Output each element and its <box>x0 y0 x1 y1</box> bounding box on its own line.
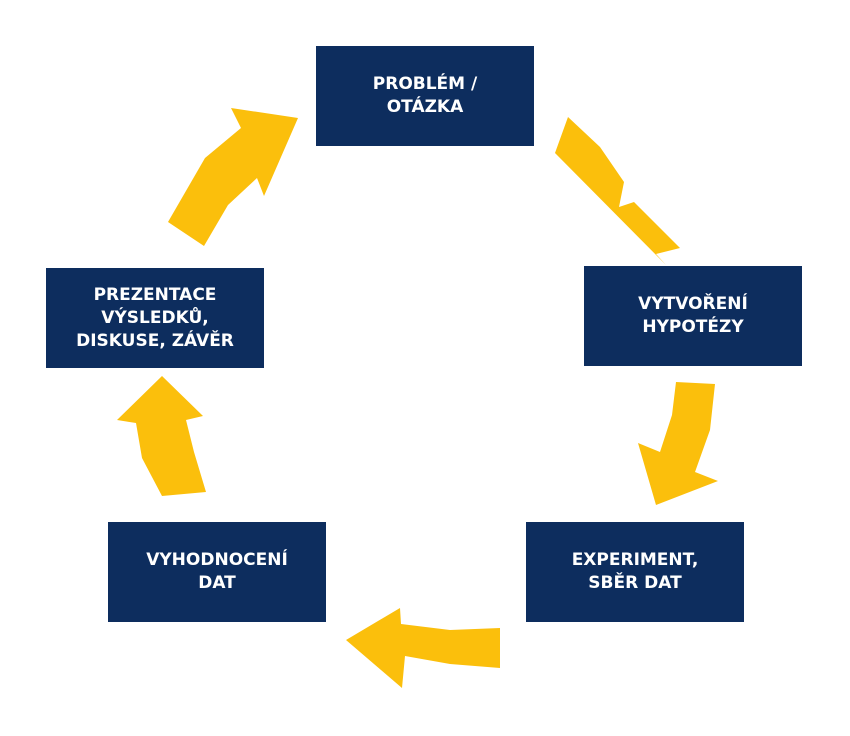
step-label: PROBLÉM / OTÁZKA <box>372 74 478 117</box>
step-label: VYTVOŘENÍ HYPOTÉZY <box>638 294 748 337</box>
step-label: VYHODNOCENÍ DAT <box>146 550 288 593</box>
arrow-presentation-to-problem <box>168 108 298 246</box>
step-label: PREZENTACE VÝSLEDKŮ, DISKUSE, ZÁVĚR <box>76 284 234 351</box>
arrow-problem-to-hypothesis <box>555 117 680 265</box>
step-label: EXPERIMENT, SBĚR DAT <box>571 550 699 593</box>
step-presentation-discussion-conclusion: PREZENTACE VÝSLEDKŮ, DISKUSE, ZÁVĚR <box>46 268 264 368</box>
arrow-hypothesis-to-experiment <box>638 382 718 505</box>
step-data-evaluation: VYHODNOCENÍ DAT <box>108 522 326 622</box>
arrow-evaluation-to-presentation <box>117 376 206 496</box>
step-experiment-data-collection: EXPERIMENT, SBĚR DAT <box>526 522 744 622</box>
step-hypothesis: VYTVOŘENÍ HYPOTÉZY <box>584 266 802 366</box>
step-problem-question: PROBLÉM / OTÁZKA <box>316 46 534 146</box>
arrow-experiment-to-evaluation <box>346 608 500 688</box>
